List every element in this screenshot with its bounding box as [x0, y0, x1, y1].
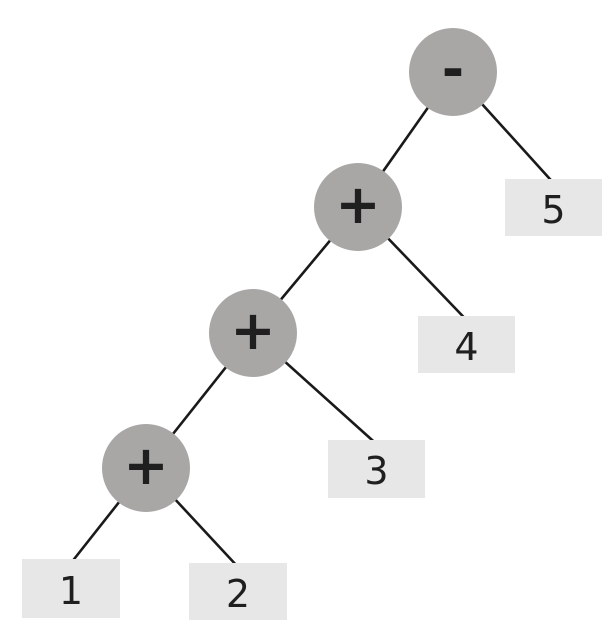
- operand-node-2: 2: [189, 563, 287, 620]
- operator-label-minus: -: [441, 38, 465, 101]
- operator-node-minus: -: [409, 28, 497, 116]
- operand-label-1: 1: [58, 568, 84, 613]
- operand-node-1: 1: [22, 559, 120, 618]
- operator-node-plus-1: +: [314, 163, 402, 251]
- operator-node-plus-2: +: [209, 289, 297, 377]
- operator-label-plus-2: +: [230, 299, 276, 362]
- operand-label-3: 3: [364, 449, 389, 493]
- operand-node-4: 4: [418, 316, 515, 373]
- operand-label-4: 4: [454, 324, 479, 369]
- operator-label-plus-3: +: [123, 434, 169, 497]
- operand-label-2: 2: [225, 571, 251, 616]
- operand-node-5: 5: [505, 179, 602, 236]
- operator-label-plus-1: +: [335, 173, 381, 236]
- operand-label-5: 5: [541, 187, 566, 232]
- operand-node-3: 3: [328, 440, 425, 498]
- operator-node-plus-3: +: [102, 424, 190, 512]
